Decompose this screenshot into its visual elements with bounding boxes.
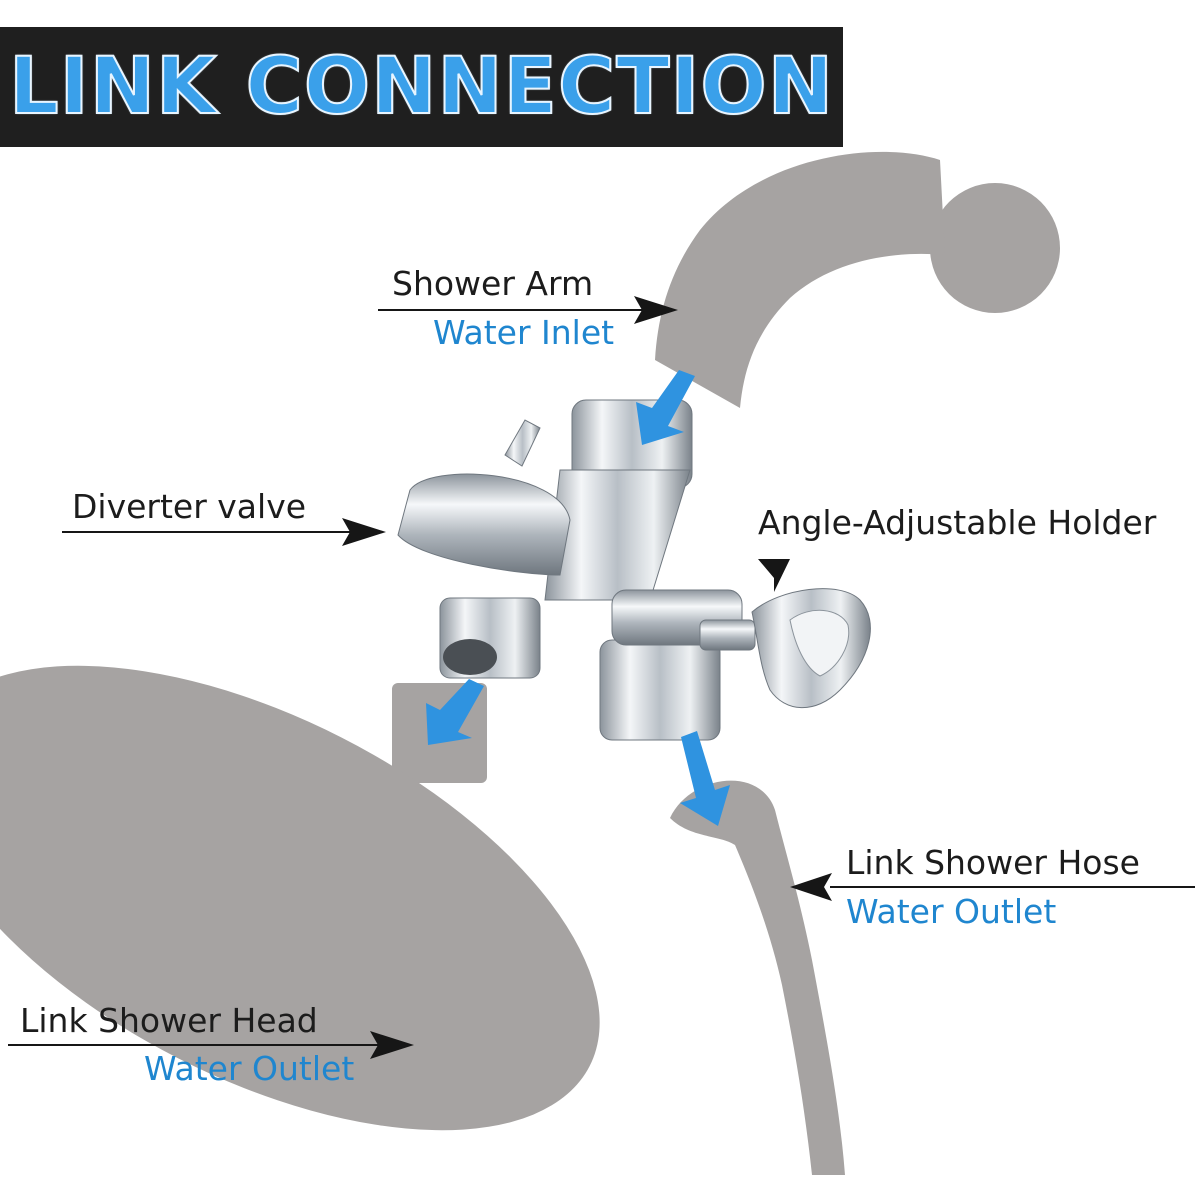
shower-hose-silhouette	[670, 780, 845, 1175]
label-link-shower-head: Link Shower Head	[20, 1001, 318, 1040]
title-banner: LINK CONNECTION	[0, 27, 843, 147]
page-title: LINK CONNECTION	[8, 41, 835, 133]
label-head-water-outlet: Water Outlet	[144, 1049, 355, 1088]
arrow-flow-icon	[426, 370, 730, 826]
shower-head-silhouette	[0, 665, 600, 1131]
label-shower-arm: Shower Arm	[392, 264, 594, 303]
label-angle-adjustable-holder: Angle-Adjustable Holder	[758, 503, 1157, 542]
diverter-valve-illustration	[397, 399, 871, 741]
arrowhead-pointer-icon	[8, 296, 1195, 1059]
label-link-shower-hose: Link Shower Hose	[846, 843, 1140, 882]
label-hose-water-outlet: Water Outlet	[846, 892, 1057, 931]
label-diverter-valve: Diverter valve	[72, 487, 307, 526]
shower-arm-silhouette	[655, 151, 1060, 408]
label-shower-arm-water-inlet: Water Inlet	[433, 313, 615, 352]
